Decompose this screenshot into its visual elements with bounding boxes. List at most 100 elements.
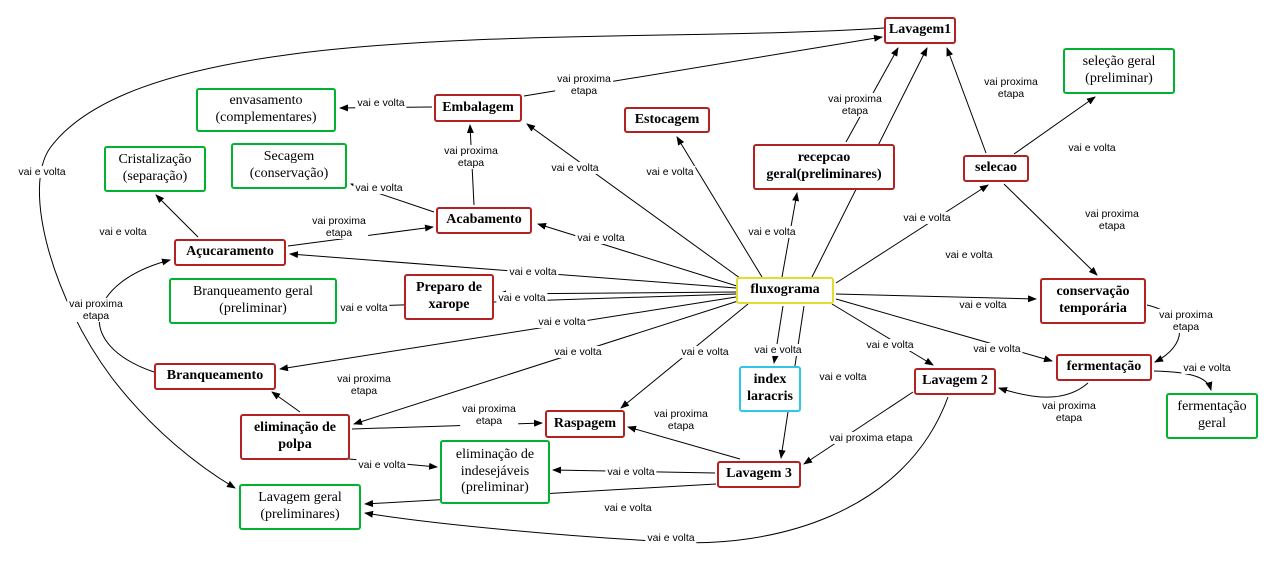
edge-label[interactable]: vai e volta bbox=[752, 343, 804, 357]
node-selecao_geral[interactable]: seleção geral(preliminar) bbox=[1063, 48, 1175, 94]
edge-label[interactable]: vai e volta bbox=[97, 225, 149, 239]
edge-label-line: vai e volta bbox=[554, 345, 602, 358]
node-fluxograma[interactable]: fluxograma bbox=[736, 277, 834, 304]
edge-label-line: vai proxima bbox=[557, 72, 611, 85]
node-label: Lavagem1 bbox=[888, 22, 952, 38]
edge-label-line: etapa bbox=[570, 85, 598, 97]
edge-selecao-to-conservacao_temporaria bbox=[1003, 183, 1098, 276]
node-label: indesejáveis bbox=[460, 463, 530, 479]
node-lavagem_geral[interactable]: Lavagem geral(preliminares) bbox=[239, 484, 361, 530]
edge-selecao-to-selecao_geral bbox=[1013, 96, 1096, 155]
node-selecao[interactable]: selecao bbox=[963, 155, 1029, 182]
edge-label[interactable]: vai e volta bbox=[901, 211, 953, 225]
edge-label[interactable]: vai e volta bbox=[864, 338, 916, 352]
edge-label-line: vai e volta bbox=[509, 265, 557, 278]
edge-label[interactable]: vai e volta bbox=[679, 345, 731, 359]
node-label: Estocagem bbox=[634, 111, 700, 127]
edge-label-line: vai proxima bbox=[1085, 207, 1139, 220]
edge-label-line: vai proxima bbox=[337, 372, 391, 385]
edge-label[interactable]: vai e volta bbox=[356, 458, 408, 472]
edge-label-line: vai e volta bbox=[607, 465, 655, 478]
edge-lavagem3-to-raspagem bbox=[627, 425, 741, 460]
node-lavagem1[interactable]: Lavagem1 bbox=[884, 17, 956, 44]
node-embalagem[interactable]: Embalagem bbox=[434, 94, 522, 122]
edge-label[interactable]: vai e volta bbox=[496, 291, 548, 305]
edge-label[interactable]: vai e volta bbox=[1066, 141, 1118, 155]
node-label: selecao bbox=[975, 160, 1017, 176]
edge-label-line: vai e volta bbox=[577, 231, 625, 244]
edge-label[interactable]: vai e volta bbox=[817, 370, 869, 384]
edge-label[interactable]: vai e volta bbox=[957, 298, 1009, 312]
node-cristalizacao[interactable]: Cristalização(separação) bbox=[104, 146, 206, 192]
node-label: fermentação bbox=[1066, 359, 1142, 375]
edge-label-line: vai e volta bbox=[866, 338, 914, 351]
edge-label[interactable]: vai e volta bbox=[536, 315, 588, 329]
node-fermentacao[interactable]: fermentação bbox=[1056, 354, 1152, 381]
edge-label[interactable]: vai e volta bbox=[355, 96, 407, 110]
node-acucaramento[interactable]: Açucaramento bbox=[174, 239, 286, 266]
node-label: xarope bbox=[428, 297, 470, 312]
edge-label[interactable]: vai e volta bbox=[575, 231, 627, 245]
edge-label[interactable]: vai e volta bbox=[549, 161, 601, 175]
node-label: Embalagem bbox=[442, 99, 514, 115]
node-branqueamento_geral[interactable]: Branqueamento geral(preliminar) bbox=[169, 278, 337, 324]
node-label: seleção geral bbox=[1082, 54, 1156, 70]
edge-label[interactable]: vai e volta bbox=[507, 265, 559, 279]
edge-label[interactable]: vai e volta bbox=[746, 225, 798, 239]
edge-label-line: vai e volta bbox=[754, 343, 802, 356]
edge-label[interactable]: vai e volta bbox=[943, 248, 995, 262]
edge-label[interactable]: vai e volta bbox=[16, 165, 68, 179]
node-estocagem[interactable]: Estocagem bbox=[624, 107, 710, 133]
edge-label[interactable]: vai e volta bbox=[353, 181, 405, 195]
edge-label[interactable]: vai e volta bbox=[645, 531, 697, 545]
edge-label[interactable]: vai e volta bbox=[602, 501, 654, 515]
node-branqueamento[interactable]: Branqueamento bbox=[154, 363, 276, 390]
node-label: Cristalização bbox=[118, 152, 192, 168]
node-label: Lavagem 2 bbox=[922, 373, 988, 389]
edge-label[interactable]: vai proxima etapa bbox=[827, 431, 915, 445]
node-label: Lavagem 3 bbox=[726, 466, 792, 482]
edge-label-line: etapa bbox=[1055, 412, 1083, 424]
edge-label[interactable]: vai e volta bbox=[971, 342, 1023, 356]
edge-label-line: vai e volta bbox=[973, 342, 1021, 355]
node-label: eliminação de bbox=[455, 446, 535, 462]
node-lavagem3[interactable]: Lavagem 3 bbox=[717, 461, 801, 488]
node-label: Açucaramento bbox=[186, 244, 274, 260]
edge-label[interactable]: vai e volta bbox=[605, 465, 657, 479]
edge-label[interactable]: vai e volta bbox=[552, 345, 604, 359]
node-lavagem2[interactable]: Lavagem 2 bbox=[914, 368, 996, 395]
node-acabamento[interactable]: Acabamento bbox=[436, 207, 532, 234]
edge-label-line: vai proxima bbox=[312, 214, 366, 227]
node-secagem[interactable]: Secagem(conservação) bbox=[231, 143, 347, 189]
edge-label[interactable]: vai e volta bbox=[644, 165, 696, 179]
node-label: (preliminares) bbox=[260, 507, 340, 522]
edge-label-line: etapa bbox=[325, 227, 353, 239]
node-envasamento[interactable]: envasamento(complementares) bbox=[196, 88, 336, 132]
edge-label-line: vai e volta bbox=[903, 211, 951, 224]
node-raspagem[interactable]: Raspagem bbox=[545, 410, 625, 438]
edge-label[interactable]: vai e volta bbox=[1181, 361, 1233, 375]
edge-label-line: etapa bbox=[1172, 321, 1200, 333]
edge-label[interactable]: vai e volta bbox=[338, 301, 390, 315]
node-label: Lavagem geral bbox=[258, 490, 342, 506]
edge-label-line: vai proxima bbox=[654, 407, 708, 420]
